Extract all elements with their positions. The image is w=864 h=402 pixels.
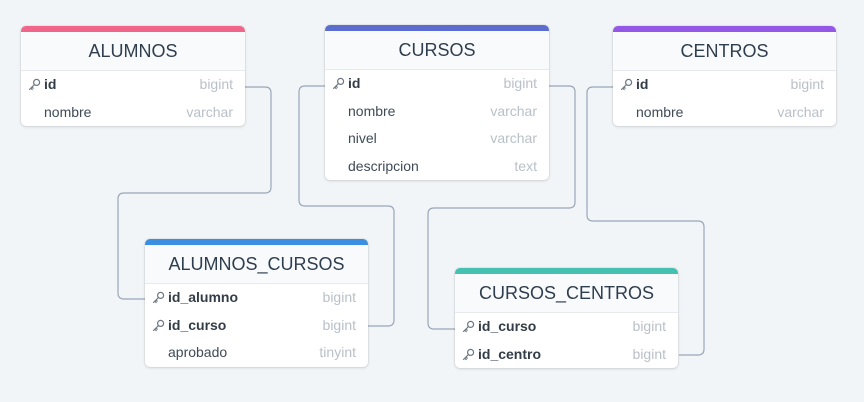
table-accent-bar <box>455 268 678 274</box>
key-icon <box>620 71 634 99</box>
table-title[interactable]: ALUMNOS <box>21 32 245 71</box>
column-name: aprobado <box>168 344 228 360</box>
table-column-row[interactable]: id bigint <box>613 71 836 99</box>
table-column-row[interactable]: nombre varchar <box>613 99 836 127</box>
table-alumnos[interactable]: ALUMNOS id bigint nombre varchar <box>21 26 245 126</box>
column-name: nombre <box>636 103 684 120</box>
column-type: bigint <box>503 75 537 91</box>
key-icon <box>462 341 476 369</box>
column-name: id <box>44 76 57 92</box>
column-type: bigint <box>632 318 666 334</box>
table-column-row[interactable]: id_curso bigint <box>145 312 368 340</box>
column-type: varchar <box>186 103 233 120</box>
key-icon <box>28 71 42 99</box>
table-centros[interactable]: CENTROS id bigint nombre varchar <box>613 26 836 126</box>
key-icon <box>332 70 346 98</box>
column-name: id_centro <box>478 345 542 362</box>
column-name: id <box>348 75 361 91</box>
column-type: varchar <box>777 103 824 120</box>
column-type: bigint <box>790 76 824 92</box>
table-title[interactable]: CURSOS_CENTROS <box>455 274 678 313</box>
table-title[interactable]: CURSOS <box>325 31 549 70</box>
table-accent-bar <box>613 26 836 32</box>
table-column-row[interactable]: id bigint <box>21 71 245 99</box>
table-title[interactable]: CENTROS <box>613 32 836 71</box>
column-type: bigint <box>322 289 356 305</box>
column-type: varchar <box>490 102 537 119</box>
column-name: id_alumno <box>168 289 239 305</box>
key-icon <box>152 312 166 340</box>
connector-cursos-alumnos-cursos <box>298 85 395 327</box>
table-column-row[interactable]: descripcion text <box>325 153 549 181</box>
key-icon <box>152 284 166 312</box>
connector-alumnos-alumnos-cursos <box>117 86 272 300</box>
table-column-row[interactable]: id_curso bigint <box>455 313 678 341</box>
column-type: tinyint <box>319 344 356 360</box>
table-accent-bar <box>325 25 549 31</box>
column-type: text <box>514 157 537 174</box>
table-column-row[interactable]: nombre varchar <box>21 99 245 127</box>
column-type: bigint <box>632 345 666 362</box>
key-icon <box>462 313 476 341</box>
connector-cursos-cursos-centros <box>427 85 576 330</box>
column-name: id_curso <box>168 316 227 333</box>
table-column-row[interactable]: id_centro bigint <box>455 341 678 369</box>
table-column-row[interactable]: id bigint <box>325 70 549 98</box>
column-type: varchar <box>490 130 537 146</box>
column-type: bigint <box>322 316 356 333</box>
column-type: bigint <box>199 76 233 92</box>
connector-centros-cursos-centros <box>586 86 705 356</box>
table-accent-bar <box>21 26 245 32</box>
column-name: id <box>636 76 649 92</box>
table-column-row[interactable]: aprobado tinyint <box>145 339 368 367</box>
column-name: nivel <box>348 130 377 146</box>
table-column-row[interactable]: id_alumno bigint <box>145 284 368 312</box>
column-name: nombre <box>348 102 396 119</box>
table-accent-bar <box>145 239 368 245</box>
column-name: nombre <box>44 103 92 120</box>
table-column-row[interactable]: nivel varchar <box>325 125 549 153</box>
table-title[interactable]: ALUMNOS_CURSOS <box>145 245 368 284</box>
table-cursos[interactable]: CURSOS id bigint nombre varchar nivel varchar d… <box>325 25 549 180</box>
column-name: id_curso <box>478 318 537 334</box>
table-column-row[interactable]: nombre varchar <box>325 98 549 126</box>
column-name: descripcion <box>348 157 419 174</box>
